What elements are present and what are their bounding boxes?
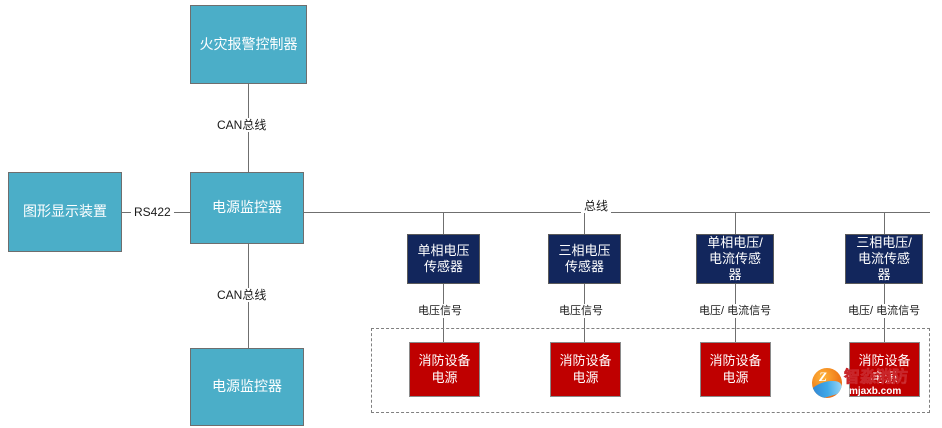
label-signal-1: 电压信号	[415, 304, 465, 318]
label-signal-3: 电压/ 电流信号	[696, 304, 775, 318]
node-sensor-three-phase-voltage[interactable]: 三相电压 传感器	[548, 234, 621, 284]
node-sensor-single-phase-voltage[interactable]: 单相电压 传感器	[407, 234, 480, 284]
main-bus-line	[303, 212, 930, 213]
node-fire-alarm-controller[interactable]: 火灾报警控制器	[190, 5, 307, 84]
node-power-monitor-sub[interactable]: 电源监控器	[190, 348, 304, 426]
bus-drop-sensor-4	[884, 212, 885, 234]
label-signal-4: 电压/ 电流信号	[845, 304, 924, 318]
node-fire-equipment-power-1[interactable]: 消防设备 电源	[409, 342, 480, 397]
fire-equipment-power-group	[371, 328, 930, 413]
node-sensor-single-phase-voltage-current[interactable]: 单相电压/ 电流传感 器	[696, 234, 774, 284]
node-graphic-display-device[interactable]: 图形显示装置	[8, 172, 122, 252]
bus-drop-sensor-2	[584, 212, 585, 234]
label-rs422: RS422	[131, 205, 174, 219]
node-power-monitor-main[interactable]: 电源监控器	[190, 172, 304, 244]
node-fire-equipment-power-4[interactable]: 消防设备 电源	[849, 342, 920, 397]
bus-drop-sensor-3	[735, 212, 736, 234]
label-can-bus-bottom: CAN总线	[214, 288, 270, 302]
node-fire-equipment-power-2[interactable]: 消防设备 电源	[550, 342, 621, 397]
label-can-bus-top: CAN总线	[214, 118, 270, 132]
connector-fac-to-monitor	[248, 84, 249, 192]
label-signal-2: 电压信号	[556, 304, 606, 318]
bus-drop-sensor-1	[443, 212, 444, 234]
node-sensor-three-phase-voltage-current[interactable]: 三相电压/ 电流传感 器	[845, 234, 923, 284]
node-fire-equipment-power-3[interactable]: 消防设备 电源	[700, 342, 771, 397]
label-main-bus: 总线	[581, 199, 612, 213]
